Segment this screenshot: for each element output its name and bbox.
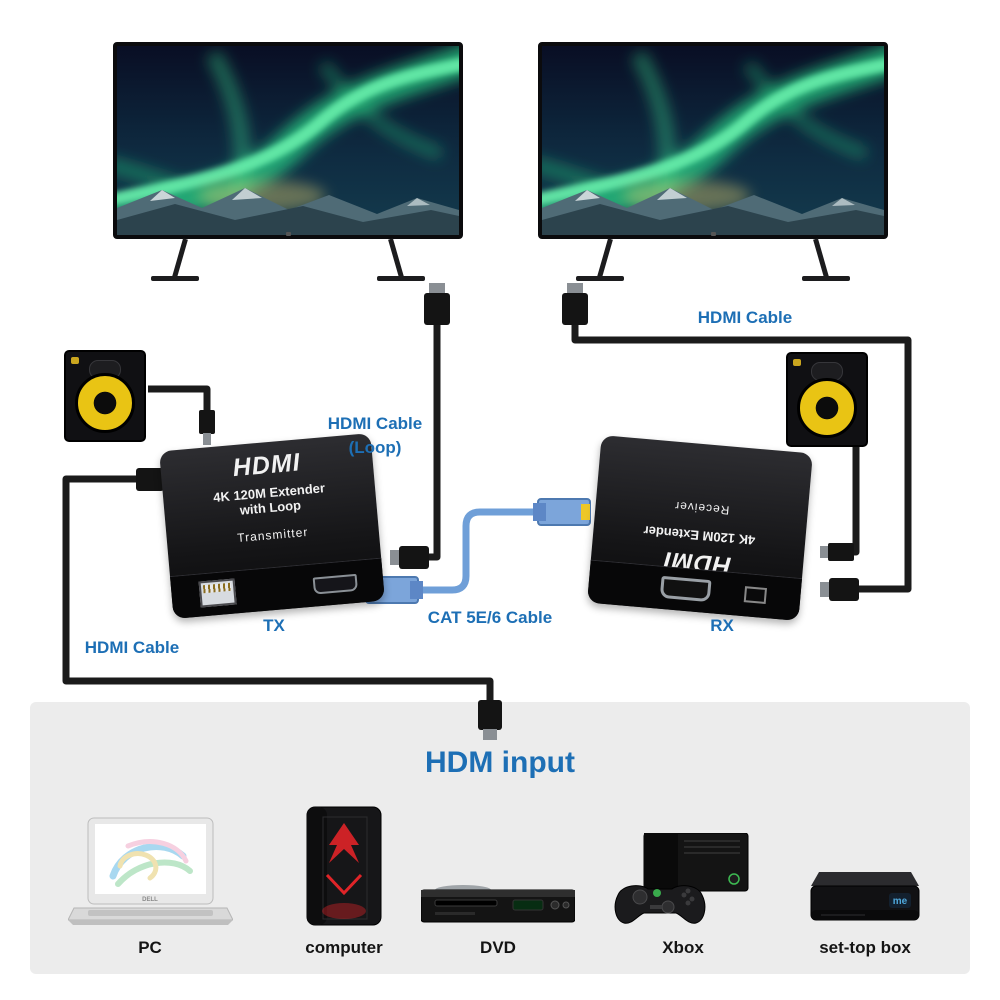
hdmi-cable-label-right: HDMI Cable bbox=[697, 308, 793, 327]
tv-brand-dot bbox=[711, 232, 716, 236]
tv-foot bbox=[151, 276, 199, 281]
tv-left bbox=[113, 42, 463, 287]
speaker-left bbox=[64, 350, 146, 442]
transmitter-box: HDMI 4K 120M Extender with Loop Transmit… bbox=[159, 433, 385, 619]
tv-right bbox=[538, 42, 888, 287]
settop-logo-text: me bbox=[893, 896, 908, 907]
receiver-box: HDMI 4K 120M Extender Receiver bbox=[587, 435, 813, 621]
device-label-dvd: DVD bbox=[480, 938, 516, 957]
tv-foot bbox=[377, 276, 425, 281]
hdmi-cable-loop-label-line1: HDMI Cable bbox=[327, 414, 423, 433]
audio-cable-right bbox=[820, 447, 860, 561]
woofer bbox=[75, 373, 135, 433]
device-label-settop: set-top box bbox=[819, 938, 911, 957]
laptop-brand-text: DELL bbox=[142, 897, 158, 903]
hdmi-cable-right bbox=[562, 283, 912, 601]
tv-left-screen bbox=[113, 42, 463, 239]
hdmi-port bbox=[312, 573, 358, 595]
receiver-role: Receiver bbox=[673, 498, 730, 518]
speaker-logo bbox=[71, 357, 79, 364]
tv-foot bbox=[802, 276, 850, 281]
panel-title: HDM input bbox=[425, 746, 575, 779]
woofer bbox=[797, 378, 857, 438]
hdmi-loop-cable bbox=[390, 283, 450, 569]
receiver-top-face: HDMI 4K 120M Extender Receiver bbox=[591, 435, 813, 580]
device-label-computer: computer bbox=[305, 938, 383, 957]
speaker-logo bbox=[793, 359, 801, 366]
device-computer: computer bbox=[296, 805, 392, 958]
tv-right-screen bbox=[538, 42, 888, 239]
tv-brand-dot bbox=[286, 232, 291, 236]
device-pc: DELL PC bbox=[66, 816, 234, 958]
device-settop-box: me set-top box bbox=[802, 868, 928, 958]
device-xbox: Xbox bbox=[608, 833, 758, 958]
device-label-xbox: Xbox bbox=[662, 938, 704, 957]
hdmi-cable-label-left: HDMI Cable bbox=[84, 638, 180, 657]
device-label-pc: PC bbox=[138, 938, 162, 957]
cat-cable-label: CAT 5E/6 Cable bbox=[427, 608, 553, 627]
speaker-right bbox=[786, 352, 868, 447]
hdmi-input-panel: HDM input DELL PC bbox=[30, 702, 970, 974]
rx-label: RX bbox=[710, 616, 734, 635]
tower-illustration bbox=[306, 806, 382, 926]
hdmi-port bbox=[659, 575, 712, 603]
xbox-illustration bbox=[614, 833, 749, 924]
hdmi-cable-source bbox=[62, 468, 502, 740]
transmitter-role: Transmitter bbox=[236, 524, 309, 546]
power-port bbox=[743, 586, 768, 605]
tx-label: TX bbox=[263, 616, 285, 635]
dvd-illustration bbox=[421, 885, 575, 923]
hdmi-cable-loop-label-line2: (Loop) bbox=[348, 438, 402, 457]
device-dvd: DVD bbox=[420, 878, 576, 958]
laptop-illustration: DELL bbox=[67, 817, 233, 925]
tv-foot bbox=[576, 276, 624, 281]
audio-cable-left bbox=[148, 385, 215, 445]
settop-illustration: me bbox=[810, 872, 920, 921]
rj45-port bbox=[198, 578, 237, 608]
